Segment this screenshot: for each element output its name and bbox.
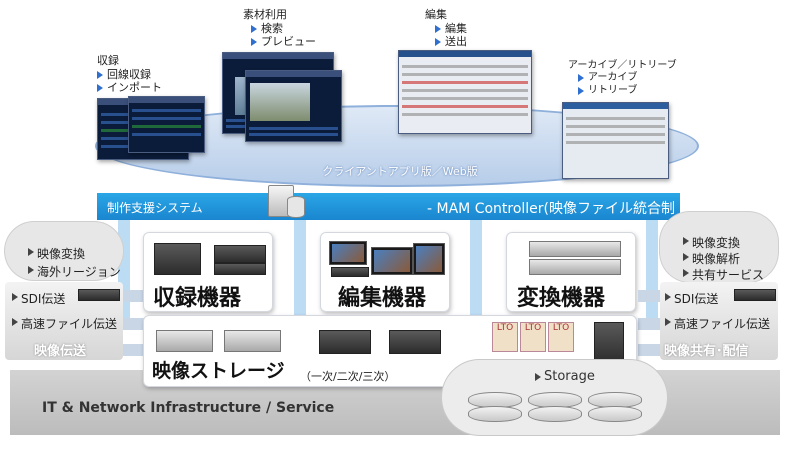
group-edit: 編集 編集 送出 [425,6,467,48]
edit-equipment-box [320,232,450,312]
group-edit-title: 編集 [425,8,447,21]
group-use-item: プレビュー [251,35,316,48]
infrastructure-label: IT & Network Infrastructure / Service [42,400,335,416]
sdi-device-icon [734,289,776,301]
arrow-horizontal [123,290,145,302]
convert-equipment-title: 変換機器 [517,286,606,311]
monitor-icon [413,243,445,275]
arrow-horizontal [638,318,660,330]
arrow-down [646,220,658,320]
arrow-down [470,220,482,320]
arrow-horizontal [123,344,145,356]
right-cloud [660,212,778,282]
mam-controller-bar: 制作支援システム - MAM Controller(映像ファイル統合制御) - [97,193,680,237]
convert-equipment-box [506,232,636,312]
preview-screenshot [245,70,342,142]
lto-tape-icon: LTO [520,322,546,352]
tape-library-icon [594,322,624,364]
arrow-down [294,220,306,320]
edit-equipment-title: 編集機器 [338,286,427,311]
arrow-horizontal [638,344,660,356]
storage-array-icon [319,330,371,354]
storage-array-icon [156,330,213,352]
storage-cloud-text: Storage [544,369,595,384]
server-rack-icon [529,259,621,275]
database-icon [287,196,305,218]
right-cloud-item: 映像解析 [683,250,740,267]
right-cloud-item: 共有サービス [683,266,764,283]
monitor-icon [329,241,367,265]
disk-icon [588,406,642,422]
group-edit-item: 送出 [435,35,467,48]
lto-tape-icon: LTO [548,322,574,352]
group-archive-item: リトリーブ [578,84,677,97]
arrow-horizontal [638,290,660,302]
left-panel-item: 高速ファイル伝送 [12,315,117,332]
disk-icon [468,406,522,422]
left-cloud [5,222,123,280]
group-use-item: 検索 [251,22,316,35]
sdi-device-icon [78,289,120,301]
server-rack-icon [529,241,621,257]
left-cloud-item: 映像変換 [28,245,85,262]
disk-icon [528,406,582,422]
monitor-icon [371,247,413,275]
group-ingest: 収録 回線収録 インポート [97,52,162,94]
recorder-device-icon [214,245,266,263]
right-cloud-item: 映像変換 [683,234,740,251]
right-panel-item: 高速ファイル伝送 [665,315,770,332]
group-edit-item: 編集 [435,22,467,35]
ingest-equipment-box [143,232,273,312]
storage-box: LTO LTO LTO [143,315,637,387]
group-archive: アーカイブ／リトリーブ アーカイブ リトリーブ [568,56,677,97]
storage-array-icon [389,330,441,354]
lto-tape-icon: LTO [492,322,518,352]
ingest-screenshot-2 [128,96,205,153]
storage-title: 映像ストレージ [152,360,285,382]
storage-subtitle: （一次/二次/三次） [300,370,396,383]
group-use-title: 素材利用 [243,8,287,21]
recorder-device-icon [154,243,201,275]
recorder-device-icon [214,263,266,275]
mam-system-label: 制作支援システム [107,201,203,215]
storage-array-icon [224,330,281,352]
arrow-horizontal [123,318,145,330]
group-archive-title: アーカイブ／リトリーブ [568,60,677,71]
storage-cloud-label: Storage [535,369,595,384]
group-archive-item: アーカイブ [578,71,677,84]
right-panel-item: SDI伝送 [665,290,718,307]
left-panel-caption: 映像伝送 [34,344,87,359]
group-ingest-title: 収録 [97,54,119,67]
ingest-equipment-title: 収録機器 [153,286,242,311]
edit-device-icon [331,267,369,277]
edit-screenshot [398,50,532,134]
left-cloud-item: 海外リージョン [28,263,121,280]
archive-screenshot [562,102,669,179]
client-app-label: クライアントアプリ版／Web版 [322,165,478,178]
left-panel-item: SDI伝送 [12,290,65,307]
group-use: 素材利用 検索 プレビュー [243,6,316,48]
group-ingest-item: 回線収録 [97,68,162,81]
group-ingest-item: インポート [97,81,162,94]
right-panel-caption: 映像共有･配信 [664,344,749,359]
